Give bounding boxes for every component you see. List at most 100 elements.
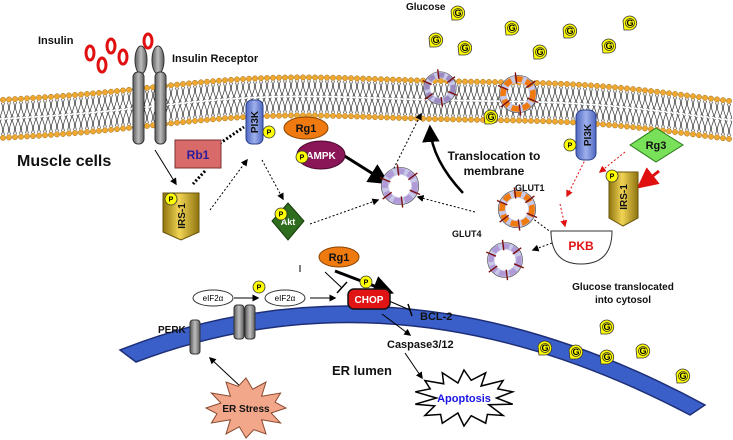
translocation-label-2: membrane [464,164,525,178]
glut4-label: GLUT4 [452,229,482,239]
rg1-mid-label: Rg1 [329,252,350,264]
svg-text:G: G [508,23,515,33]
caspase-label: Caspase3/12 [387,339,454,351]
pi3k-left-label: PI3K [250,110,261,133]
phosphate-marker: P [563,138,577,152]
glucose-molecule: G [537,340,553,356]
pi3k-left-node: PI3K [245,99,264,145]
pkb-node: PKB [550,230,613,265]
phosphate-marker: P [262,125,276,139]
rg1-top-node: Rg1 [283,116,329,140]
red-arrows [559,151,660,228]
glucose-molecule: G [599,319,615,335]
rg3-label: Rg3 [646,140,667,152]
svg-text:G: G [432,35,439,45]
glucose-molecule: G [675,368,691,384]
glucose-molecule: G [622,15,638,31]
svg-text:G: G [639,346,646,356]
pkb-label: PKB [568,239,594,253]
svg-text:P: P [257,285,262,292]
irs1-left-label: IRS-1 [177,203,188,229]
glucose-molecule: G [568,344,584,360]
svg-text:P: P [568,143,573,150]
svg-text:G: G [541,343,548,353]
rb1-label: Rb1 [187,148,210,162]
svg-text:G: G [605,41,612,51]
svg-text:P: P [267,130,272,137]
glucose-molecule: G [450,5,466,21]
svg-text:G: G [566,26,573,36]
akt-node: Akt [271,202,305,241]
svg-text:G: G [454,8,461,18]
apoptosis-node: Apoptosis [415,368,516,428]
phosphate-marker: P [295,150,309,164]
pi3k-right-node: PI3K [575,109,597,161]
eif2a-1-node: eIF2α [192,289,234,307]
membrane-glut-transporter-2 [497,72,539,116]
ampk-label: AMPK [306,151,336,162]
membrane-glut-transporter-1 [422,69,458,107]
perk-label: PERK [158,325,187,336]
insulin-molecules [84,32,154,74]
muscle-cells-label: Muscle cells [17,153,111,170]
insulin-label: Insulin [38,35,74,47]
svg-text:P: P [364,280,369,287]
glucose-translocated-label-2: into cytosol [595,295,651,306]
cell-membrane [0,74,732,142]
text-labels: Insulin Insulin Receptor Glucose Muscle … [17,2,674,378]
er-stress-node: ER Stress [204,377,288,439]
rg3-node: Rg3 [629,127,684,163]
irs1-right-label: IRS-1 [619,184,630,210]
phosphate-marker: P [359,275,373,289]
glut1-label: GLUT1 [515,183,545,193]
er-stress-label: ER Stress [222,404,270,415]
translocation-label-1: Translocation to [448,149,541,163]
glucose-translocated-label-1: Glucose translocated [572,282,674,293]
glut4-vesicle-1 [379,164,421,208]
glut4-vesicle-2 [486,239,524,281]
insulin-receptor [132,45,167,145]
svg-text:P: P [169,197,174,204]
svg-text:G: G [679,371,686,381]
insulin-receptor-label: Insulin Receptor [172,53,259,65]
apoptosis-label: Apoptosis [437,393,491,405]
glucose-molecule: G [599,349,615,365]
svg-text:G: G [603,352,610,362]
svg-text:G: G [461,43,468,53]
glut1-vesicle [496,187,538,231]
rb1-node: Rb1 [174,139,222,169]
glucose-molecule: G [457,40,473,56]
svg-text:P: P [279,212,284,219]
glucose-label: Glucose [406,2,446,13]
eif2a-1-label: eIF2α [203,294,224,303]
akt-label: Akt [281,217,296,227]
glucose-molecule: G [532,44,548,60]
er-membrane [118,305,707,416]
phosphate-marker: P [252,280,266,294]
pi3k-right-label: PI3K [583,123,594,146]
phosphate-marker: P [164,192,178,206]
svg-text:G: G [603,322,610,332]
rg1-top-label: Rg1 [296,123,317,135]
glucose-molecule: G [562,23,578,39]
er-lumen-label: ER lumen [332,363,392,378]
svg-text:G: G [626,18,633,28]
perk-channel [189,304,256,355]
svg-text:G: G [487,112,494,122]
rg1-mid-node: Rg1 [318,246,360,268]
svg-text:P: P [610,174,615,181]
phosphate-marker: P [274,207,288,221]
svg-text:G: G [572,347,579,357]
eif2a-2-node: eIF2α [264,289,306,307]
bcl2-label: BCL-2 [420,311,452,323]
glucose-molecule: G [428,32,444,48]
glucose-molecule: G [635,343,651,359]
phosphate-marker: P [605,169,619,183]
irs1-right-node: IRS-1 [608,171,639,227]
eif2a-2-label: eIF2α [275,294,296,303]
svg-text:P: P [300,155,305,162]
chop-label: CHOP [355,295,384,306]
svg-text:G: G [536,47,543,57]
glucose-molecule: G [601,38,617,54]
